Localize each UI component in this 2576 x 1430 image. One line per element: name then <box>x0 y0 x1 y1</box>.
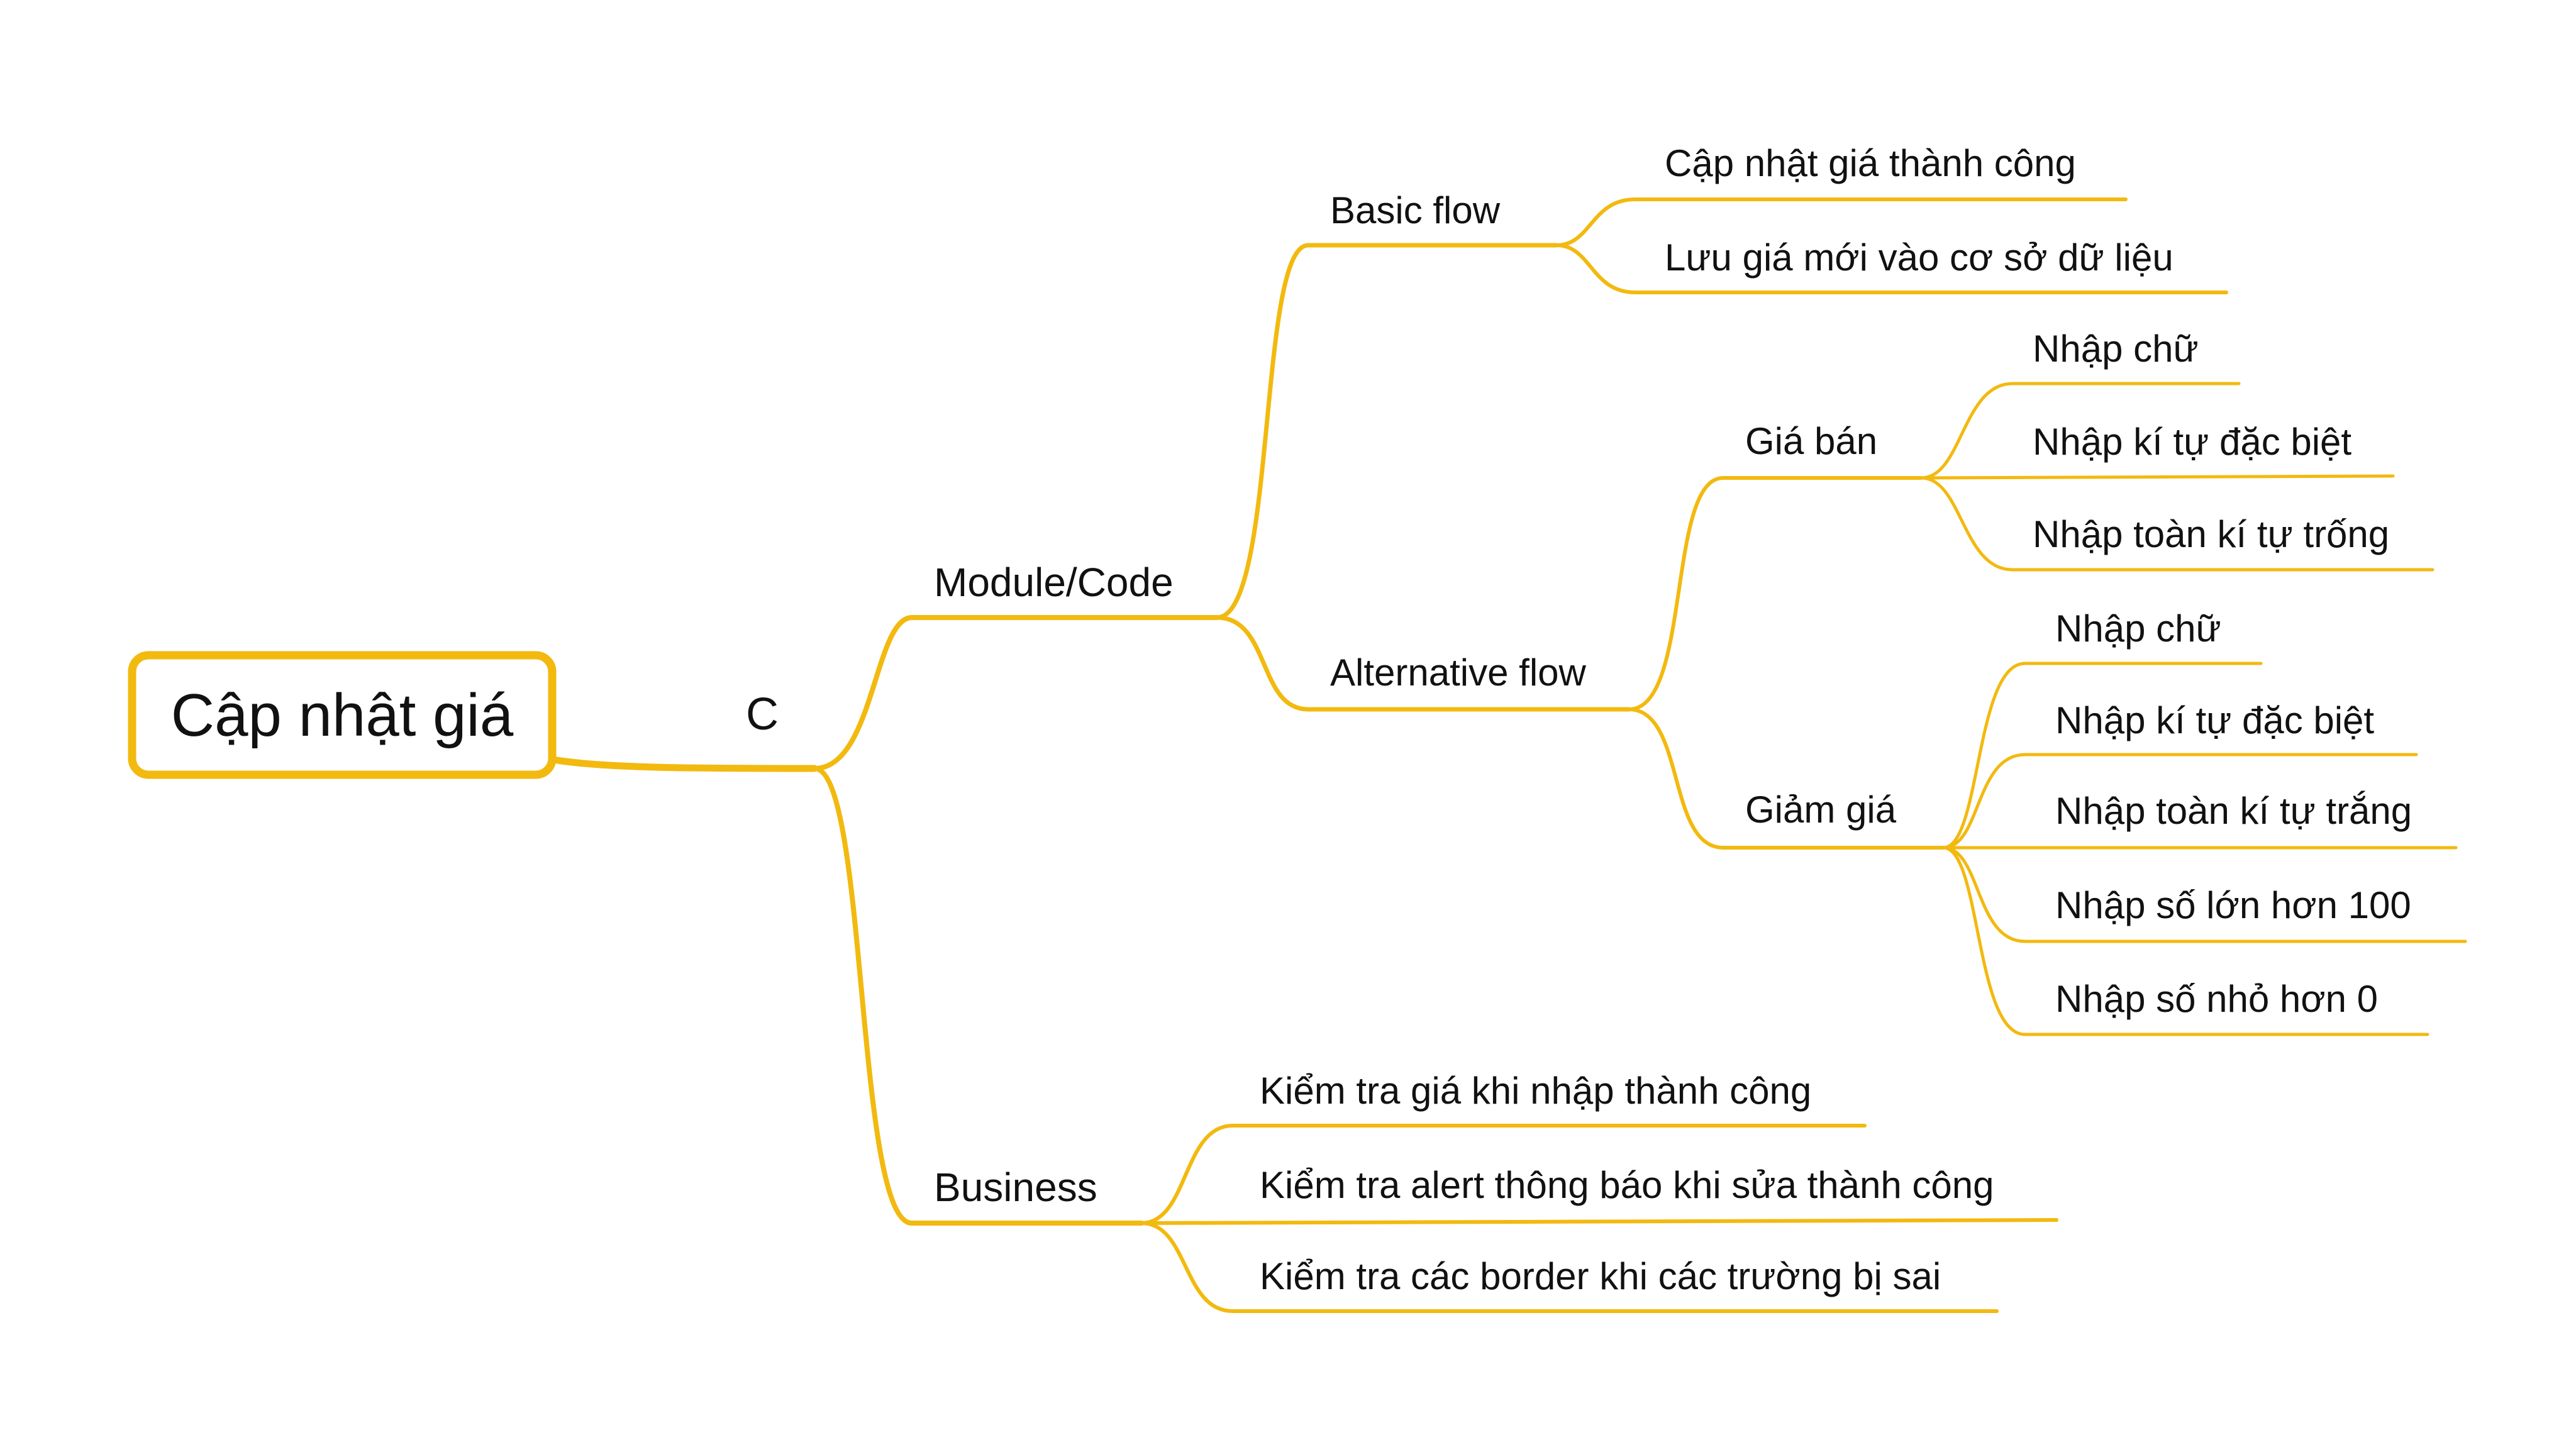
edge-module-basic <box>1214 243 1559 620</box>
alternative-flow-label: Alternative flow <box>1330 651 1587 694</box>
edge-giamgia-item-5 <box>1941 846 2429 1036</box>
basic-flow-label: Basic flow <box>1330 189 1501 231</box>
business-label: Business <box>934 1165 1097 1210</box>
giam-gia-item: Nhập số lớn hơn 100 <box>2055 884 2411 926</box>
edge-basic-item-2 <box>1555 243 2228 294</box>
basic-flow-item: Lưu giá mới vào cơ sở dữ liệu <box>1665 236 2174 279</box>
edge-giaban-item-1 <box>1919 382 2241 480</box>
edge-giaban-item-3 <box>1919 476 2434 572</box>
hub-label: C <box>746 689 779 740</box>
edge-business-item-1 <box>1140 1124 1867 1225</box>
edge-alternative-giaban <box>1627 476 1923 711</box>
giam-gia-item: Nhập chữ <box>2055 607 2221 650</box>
giam-gia-item: Nhập kí tự đặc biệt <box>2055 699 2374 741</box>
giam-gia-label: Giảm giá <box>1745 789 1897 831</box>
business-item: Kiểm tra alert thông báo khi sửa thành c… <box>1260 1164 1994 1206</box>
module-code-label: Module/Code <box>934 560 1174 605</box>
basic-flow-item: Cập nhật giá thành công <box>1665 142 2076 184</box>
business-item: Kiểm tra giá khi nhập thành công <box>1260 1070 1811 1112</box>
root-label: Cập nhật giá <box>171 682 514 749</box>
gia-ban-item: Nhập chữ <box>2033 328 2199 370</box>
edge-giaban-item-2 <box>1919 474 2395 480</box>
edge-business-item-3 <box>1140 1221 1999 1313</box>
root-box[interactable] <box>128 651 557 779</box>
edge-root-hub <box>550 756 818 772</box>
giam-gia-item: Nhập toàn kí tự trắng <box>2055 790 2412 832</box>
edge-hub-business <box>812 766 1144 1226</box>
giam-gia-item: Nhập số nhỏ hơn 0 <box>2055 978 2378 1020</box>
edge-giamgia-item-2 <box>1941 753 2418 850</box>
edge-basic-item-1 <box>1555 197 2128 247</box>
edge-hub-module <box>812 615 1219 771</box>
edge-alternative-giamgia <box>1627 707 1945 850</box>
gia-ban-label: Giá bán <box>1745 420 1877 462</box>
gia-ban-item: Nhập toàn kí tự trống <box>2033 513 2389 555</box>
edge-giamgia-item-1 <box>1941 662 2263 850</box>
edge-module-alternative <box>1214 615 1631 712</box>
business-item: Kiểm tra các border khi các trường bị sa… <box>1260 1255 1941 1297</box>
gia-ban-item: Nhập kí tự đặc biệt <box>2033 421 2351 463</box>
edge-business-item-2 <box>1140 1218 2058 1225</box>
connectors <box>550 197 2467 1313</box>
edge-giamgia-item-4 <box>1941 846 2467 943</box>
